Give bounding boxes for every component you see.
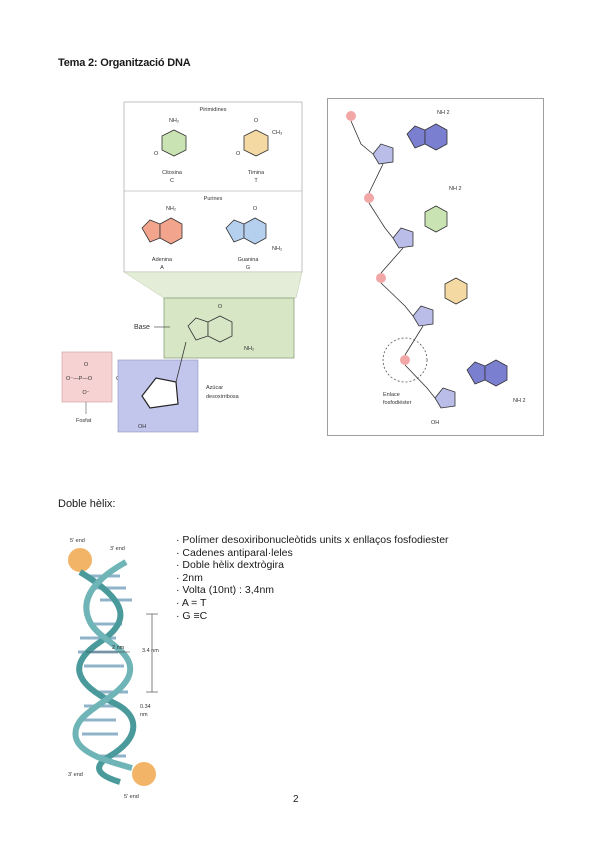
phosphate-2: [364, 193, 374, 203]
dna-chain-figure: NH 2 NH 2 NH 2 Enlace fosfodiéster OH: [327, 98, 544, 436]
phosphate-3: [376, 273, 386, 283]
svg-text:OH: OH: [138, 424, 146, 430]
rise-label: 0.34: [140, 704, 151, 710]
double-helix-figure: 5' end 3' end 3' end 5' end 3.4 nm 2 nm …: [68, 538, 159, 800]
adenine-six-ring: [159, 217, 183, 245]
three-end-label-bottom: 3' end: [68, 772, 83, 778]
svg-text:O: O: [254, 118, 259, 124]
svg-text:G: G: [246, 265, 250, 271]
adenine-six-ring: [424, 123, 448, 151]
pyrimidines-label: Pirimidines: [200, 107, 227, 113]
page-title: Tema 2: Organització DNA: [58, 57, 191, 69]
sugar-4: [434, 387, 456, 409]
guanine-six-ring: [243, 217, 267, 245]
svg-text:NH 2: NH 2: [449, 186, 462, 192]
guanine-name: Guanina: [238, 257, 260, 263]
sugar-1: [372, 143, 394, 165]
zoom-funnel: [123, 271, 303, 299]
list-item: Polímer desoxiribonucleòtids units x enl…: [176, 534, 448, 547]
deoxyribose-ring: [141, 377, 179, 409]
bond-label: Enlace: [383, 392, 400, 398]
cytosine-ring: [424, 205, 448, 233]
svg-text:fosfodiéster: fosfodiéster: [383, 400, 412, 406]
phosphate-label: Fosfat: [76, 418, 92, 424]
purines-label: Purines: [204, 196, 223, 202]
sugar-3: [412, 305, 434, 327]
svg-text:O: O: [154, 151, 159, 157]
svg-text:A: A: [160, 265, 164, 271]
list-item: 2nm: [176, 572, 449, 585]
svg-text:CH₃: CH₃: [272, 130, 282, 136]
svg-text:O⁻: O⁻: [82, 390, 89, 396]
base-label: Base: [134, 324, 150, 331]
svg-text:O⁻—P—O: O⁻—P—O: [66, 376, 93, 382]
phosphate-4: [400, 355, 410, 365]
svg-text:T: T: [254, 178, 258, 184]
sugar-label: Azúcar: [206, 385, 223, 391]
svg-text:NH₂: NH₂: [244, 346, 254, 352]
thymine-name: Timina: [248, 170, 265, 176]
svg-text:OH: OH: [431, 420, 439, 426]
section-title: Doble hèlix:: [58, 498, 116, 510]
phosphodiester-highlight: [382, 337, 428, 383]
svg-text:NH 2: NH 2: [513, 398, 526, 404]
svg-text:O: O: [84, 362, 89, 368]
svg-text:O: O: [236, 151, 241, 157]
width-label: 2 nm: [112, 645, 125, 651]
cytosine-name: Citosina: [162, 170, 183, 176]
turn-length-label: 3.4 nm: [142, 648, 159, 654]
helix-facts-list: Polímer desoxiribonucleòtids units x enl…: [176, 534, 449, 622]
phosphate-box: [61, 351, 113, 403]
phosphate-ball-3end: [132, 762, 156, 786]
svg-text:nm: nm: [140, 712, 148, 718]
list-item: Doble hèlix dextrògira: [176, 559, 449, 572]
list-item: A = T: [176, 597, 449, 610]
phosphate-1: [346, 111, 356, 121]
five-end-label-bottom: 5' end: [124, 794, 139, 800]
list-item: G ≡C: [176, 610, 449, 623]
five-end-label: 5' end: [70, 538, 85, 544]
cytosine-ring: [161, 129, 187, 157]
thymine-ring: [243, 129, 269, 157]
svg-text:C: C: [170, 178, 174, 184]
svg-text:NH₂: NH₂: [166, 206, 176, 212]
list-item: Volta (10nt) : 3,4nm: [176, 584, 449, 597]
svg-text:NH₂: NH₂: [169, 118, 179, 124]
page-number: 2: [293, 794, 299, 805]
svg-text:NH 2: NH 2: [437, 110, 450, 116]
svg-text:O: O: [253, 206, 258, 212]
svg-text:desoxirribosa: desoxirribosa: [206, 394, 240, 400]
svg-text:NH₂: NH₂: [272, 246, 282, 252]
helix-strand-b: [72, 559, 134, 771]
thymine-ring: [444, 277, 468, 305]
adenine-name: Adenina: [152, 257, 173, 263]
list-item: Cadenes antiparal·leles: [176, 547, 449, 560]
guanine-six-ring: [484, 359, 508, 387]
nucleotide-structure-figure: Pirimidines Purines NH₂ O Citosina C O C…: [61, 101, 303, 433]
phosphate-ball-5end: [68, 548, 92, 572]
svg-text:O: O: [218, 304, 223, 310]
three-end-label-top: 3' end: [110, 546, 125, 552]
sugar-2: [392, 227, 414, 249]
